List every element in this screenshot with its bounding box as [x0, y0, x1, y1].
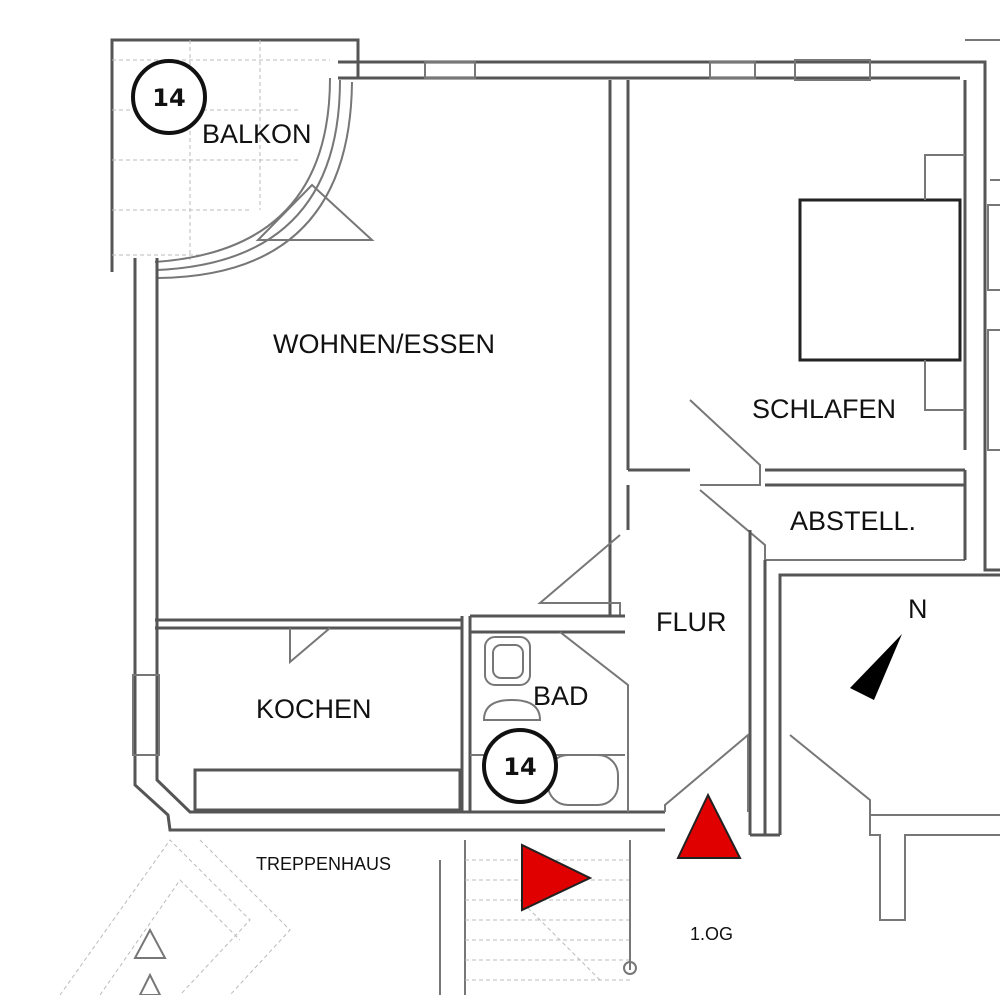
- room-label-balkon: BALKON: [202, 119, 312, 149]
- interior-walls: [155, 39, 1000, 921]
- compass: N: [850, 594, 928, 700]
- viewpoint-triangle-entry: [676, 792, 742, 859]
- viewpoint-triangle-stairs: [521, 843, 593, 912]
- kitchen-counter: [193, 768, 462, 812]
- marker-bath: 14: [482, 728, 558, 804]
- floor-label: 1.OG: [690, 924, 733, 944]
- marker-balcony-number: 14: [152, 84, 185, 112]
- room-label-kochen: KOCHEN: [256, 694, 372, 724]
- room-label-abstell: ABSTELL.: [790, 506, 916, 536]
- room-label-wohnen: WOHNEN/ESSEN: [273, 329, 495, 359]
- room-label-schlafen: SCHLAFEN: [752, 394, 896, 424]
- viewpoint-markers: [521, 792, 742, 912]
- room-label-flur: FLUR: [656, 607, 727, 637]
- outer-walls: [132, 59, 1000, 832]
- room-label-treppenhaus: TREPPENHAUS: [256, 854, 391, 874]
- north-label: N: [908, 594, 928, 624]
- marker-bath-number: 14: [503, 753, 536, 781]
- north-arrow-icon: [850, 634, 902, 700]
- staircase: [59, 839, 637, 995]
- marker-balcony: 14: [131, 59, 207, 135]
- room-label-bad: BAD: [533, 681, 589, 711]
